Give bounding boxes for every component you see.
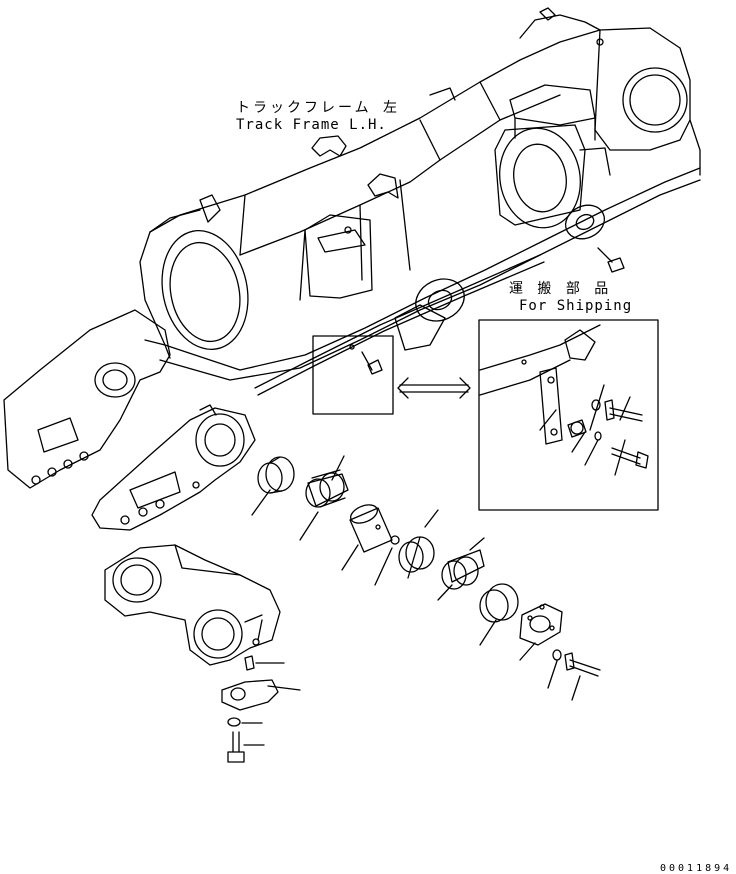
shipping-label-jp: 運 搬 部 品 <box>509 281 612 297</box>
figure-number: 00011894 <box>660 863 733 874</box>
equalizer-arms <box>3 309 256 531</box>
track-frame-label-en: Track Frame L.H. <box>236 117 387 133</box>
shipping-label-en: For Shipping <box>519 298 633 314</box>
track-frame-label-jp: トラックフレーム 左 <box>236 100 401 116</box>
lower-arm-and-stopper <box>104 544 301 763</box>
track-frame <box>139 7 701 396</box>
shipping-callout <box>312 319 659 511</box>
pin-assembly-parts <box>251 455 601 701</box>
